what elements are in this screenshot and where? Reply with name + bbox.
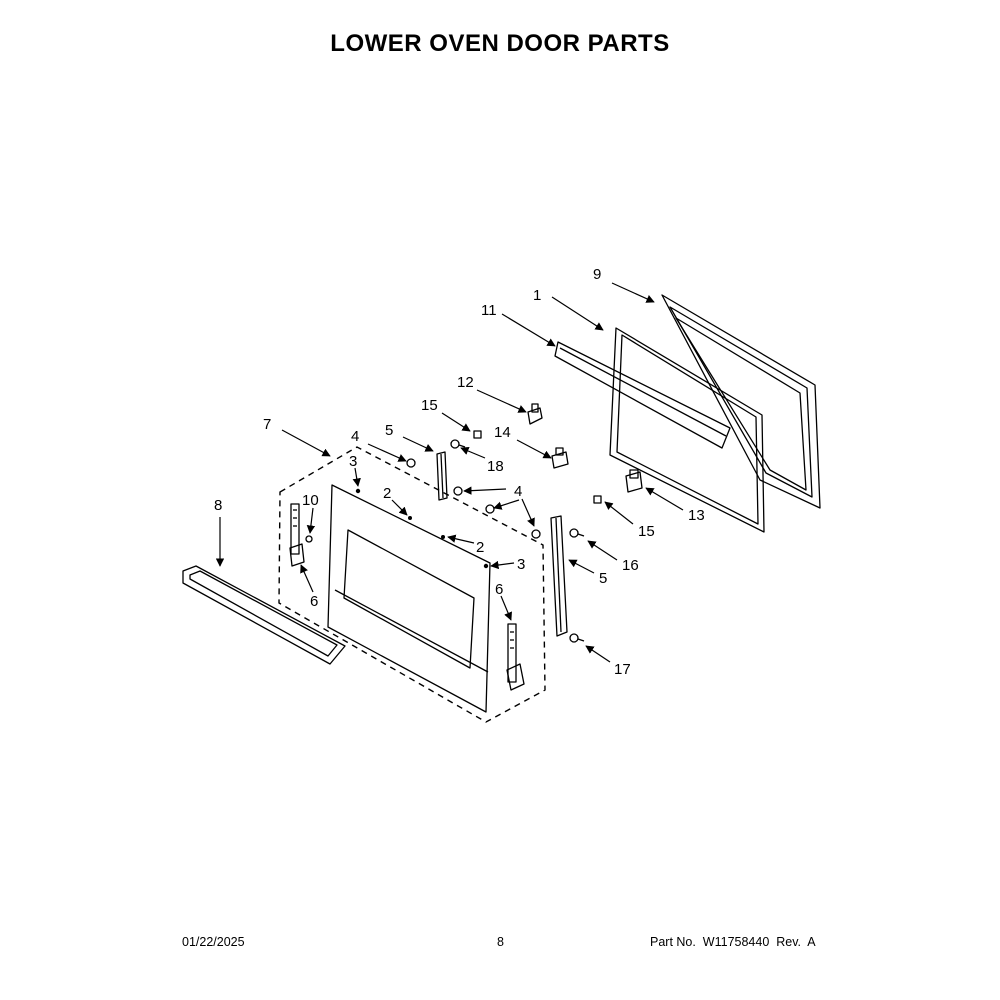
callout-2: 2 [476, 539, 484, 556]
screw-2-part [408, 516, 412, 520]
screw-3-part [355, 488, 361, 494]
callout-2: 2 [383, 485, 391, 502]
channel-right-part [550, 515, 568, 637]
outer-door-panel-part [661, 294, 821, 509]
top-trim-part [554, 341, 731, 449]
callout-6: 6 [495, 581, 503, 598]
hinge-right-part [506, 623, 525, 691]
leader-lines [215, 282, 684, 663]
callout-15: 15 [638, 523, 655, 540]
nut-part [531, 529, 541, 539]
bracket-13-part [625, 469, 643, 493]
page-title: LOWER OVEN DOOR PARTS [330, 30, 670, 57]
screw-2-part [441, 535, 445, 539]
nut-part [485, 504, 495, 514]
screw-18-part [450, 439, 466, 449]
door-assembly-boundary [278, 446, 546, 723]
channel-left-part [436, 451, 448, 501]
callout-13: 13 [688, 507, 705, 524]
callout-11: 11 [481, 302, 497, 319]
callout-18: 18 [487, 458, 504, 475]
nut-part [453, 486, 463, 496]
callout-9: 9 [593, 266, 601, 283]
footer-part-number: Part No. W11758440 Rev. A [650, 935, 816, 949]
callout-15: 15 [421, 397, 438, 414]
callout-4: 4 [351, 428, 359, 445]
footer-date: 01/22/2025 [182, 935, 245, 949]
callout-10: 10 [302, 492, 319, 509]
callout-8: 8 [214, 497, 222, 514]
callout-12: 12 [457, 374, 474, 391]
screw-3-part [483, 563, 489, 569]
callout-1: 1 [533, 287, 541, 304]
inner-glass-part [609, 327, 765, 533]
bracket-14-part [551, 447, 569, 469]
callout-14: 14 [494, 424, 511, 441]
callout-7: 7 [263, 416, 271, 433]
screw-10-part [305, 535, 313, 543]
callout-5: 5 [599, 570, 607, 587]
screw-16-part [569, 528, 585, 538]
callout-16: 16 [622, 557, 639, 574]
pad-part [593, 495, 602, 504]
callout-6: 6 [310, 593, 318, 610]
hinge-left-part [289, 503, 305, 567]
outer-door-assembly-part [327, 484, 491, 713]
callout-5: 5 [385, 422, 393, 439]
callout-17: 17 [614, 661, 631, 678]
nut-part [406, 458, 416, 468]
screw-17-part [569, 633, 585, 643]
callout-3: 3 [349, 453, 357, 470]
bottom-vent-trim-part [182, 565, 346, 665]
bracket-12-part [527, 403, 543, 425]
callout-3: 3 [517, 556, 525, 573]
callout-4: 4 [514, 483, 522, 500]
pad-part [473, 430, 482, 439]
callout-numbers: 9 1 11 12 15 14 5 4 18 7 3 2 4 10 2 3 6 … [214, 266, 705, 678]
footer-page-number: 8 [497, 935, 504, 949]
